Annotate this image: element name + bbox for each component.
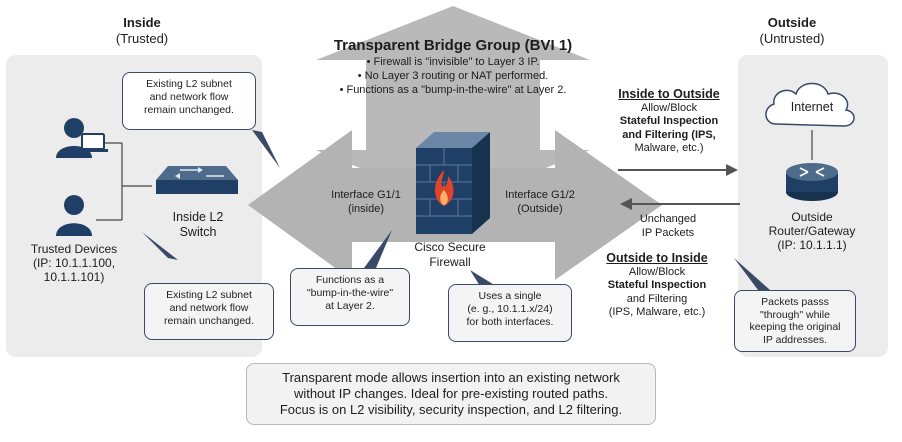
outside-heading: Outside: [767, 15, 817, 30]
inside-subtitle: (Trusted): [115, 31, 169, 46]
switch-icon: [156, 166, 238, 194]
callout-line: at Layer 2.: [325, 300, 375, 312]
flow-line: Stateful Inspection: [619, 115, 719, 127]
footer-line: Focus is on L2 visibility, security insp…: [279, 402, 623, 417]
footer-note: Transparent mode allows insertion into a…: [246, 363, 656, 425]
user-icon-2: [56, 195, 92, 236]
unchanged-line: Unchanged: [639, 213, 697, 225]
devices-ip-2: 10.1.1.101): [43, 270, 105, 284]
switch-name-2: Switch: [179, 225, 217, 239]
callout-line: Functions as a: [315, 274, 385, 286]
callout-line: remain unchanged.: [164, 315, 254, 327]
trusted-devices-label: Trusted Devices (IP: 10.1.1.100, 10.1.1.…: [14, 242, 134, 284]
laptop-icon: [78, 133, 108, 152]
callout-packets-pass: Packets passs "through" while keeping th…: [734, 290, 856, 352]
callout-bump-in-the-wire: Functions as a "bump-in-the-wire" at Lay…: [290, 268, 410, 326]
flow-line: (IPS, Malware, etc.): [608, 306, 706, 318]
callout-line: for both interfaces.: [466, 316, 554, 328]
flow-line: and Filtering: [626, 292, 688, 305]
outside-to-inside-block: Outside to Inside Allow/Block Stateful I…: [592, 251, 722, 320]
router-ip: (IP: 10.1.1.1): [777, 238, 847, 252]
bridge-title: Transparent Bridge Group (BVI 1): [333, 37, 573, 54]
callout-line: remain unchanged.: [144, 104, 234, 116]
callout-pointer-5: [734, 258, 770, 290]
flow-line: Malware, etc.): [634, 142, 704, 154]
callout-line: "through" while: [760, 308, 830, 321]
router-name-2: Router/Gateway: [768, 224, 856, 238]
callout-line: Packets passs: [761, 296, 829, 308]
unchanged-packets-label: Unchanged IP Packets: [628, 212, 708, 240]
firewall-icon: [416, 132, 490, 234]
bridge-bullet: • Firewall is "invisible" to Layer 3 IP.: [366, 56, 540, 68]
callout-line: Uses a single: [478, 290, 542, 302]
inside-heading: Inside: [123, 15, 161, 30]
router-label: Outside Router/Gateway (IP: 10.1.1.1): [754, 210, 870, 252]
callout-pointer: [252, 130, 280, 168]
flow-line: Stateful Inspection: [607, 279, 707, 291]
footer-line: Transparent mode allows insertion into a…: [282, 370, 620, 385]
outside-to-inside-arrow: [620, 198, 740, 210]
unchanged-line-2: IP Packets: [641, 227, 695, 239]
callout-line: keeping the original: [749, 321, 841, 333]
bridge-bullet: • No Layer 3 routing or NAT performed.: [357, 70, 549, 82]
callout-line: and network flow: [149, 91, 229, 103]
iface-outside-role: (Outside): [517, 203, 563, 215]
devices-name: Trusted Devices: [30, 242, 118, 256]
callout-line: Existing L2 subnet: [166, 289, 252, 301]
firewall-name-2: Firewall: [429, 255, 471, 269]
switch-name: Inside L2: [172, 210, 224, 224]
flow-line: and Filtering (IPS,: [606, 129, 732, 143]
callout-line: (e. g., 10.1.1.x/24): [467, 303, 553, 315]
callout-pointer-2: [142, 232, 178, 260]
outside-title: Outside (Untrusted): [734, 15, 850, 47]
bridge-group-label: Transparent Bridge Group (BVI 1) • Firew…: [300, 37, 606, 97]
callout-l2-unchanged-bottom: Existing L2 subnet and network flow rema…: [144, 283, 274, 340]
inside-to-outside-title: Inside to Outside: [618, 87, 720, 101]
footer-line: without IP changes. Ideal for pre-existi…: [293, 386, 609, 401]
callout-line: IP addresses.: [762, 333, 827, 346]
interface-inside-label: Interface G1/1 (inside): [320, 188, 412, 216]
cloud-icon: [765, 82, 855, 127]
callout-l2-unchanged-top: Existing L2 subnet and network flow rema…: [122, 72, 256, 130]
router-name: Outside: [791, 210, 833, 224]
iface-inside-role: (inside): [347, 203, 385, 215]
callout-line: Existing L2 subnet: [146, 78, 232, 90]
inside-to-outside-block: Inside to Outside Allow/Block Stateful I…: [606, 87, 732, 156]
callout-single-ip: Uses a single (e. g., 10.1.1.x/24) for b…: [448, 284, 572, 342]
firewall-label: Cisco Secure Firewall: [400, 240, 500, 270]
callout-line: "bump-in-the-wire": [306, 287, 394, 299]
outside-subtitle: (Untrusted): [759, 31, 825, 46]
flow-line: Allow/Block: [640, 101, 698, 114]
firewall-name: Cisco Secure: [414, 240, 486, 254]
internet-label: Internet: [790, 100, 834, 114]
bridge-bullet: • Functions as a "bump-in-the-wire" at L…: [339, 84, 567, 96]
outside-to-inside-title: Outside to Inside: [606, 251, 708, 265]
bridge-vertical-arrow: [316, 6, 590, 206]
interface-outside-label: Interface G1/2 (Outside): [494, 188, 586, 216]
callout-pointer-3: [364, 230, 392, 268]
router-icon: [786, 163, 838, 201]
iface-inside-name: Interface G1/1: [331, 189, 401, 201]
flow-line-bold: and Filtering (IPS,: [622, 128, 716, 141]
inside-to-outside-arrow: [618, 164, 738, 176]
switch-label: Inside L2 Switch: [156, 210, 240, 240]
iface-outside-name: Interface G1/2: [505, 189, 575, 201]
callout-pointer-4: [470, 270, 496, 286]
inside-title: Inside (Trusted): [92, 15, 192, 47]
flow-line: Allow/Block: [628, 265, 686, 278]
devices-ip: (IP: 10.1.1.100,: [32, 256, 116, 270]
callout-line: and network flow: [169, 302, 249, 314]
